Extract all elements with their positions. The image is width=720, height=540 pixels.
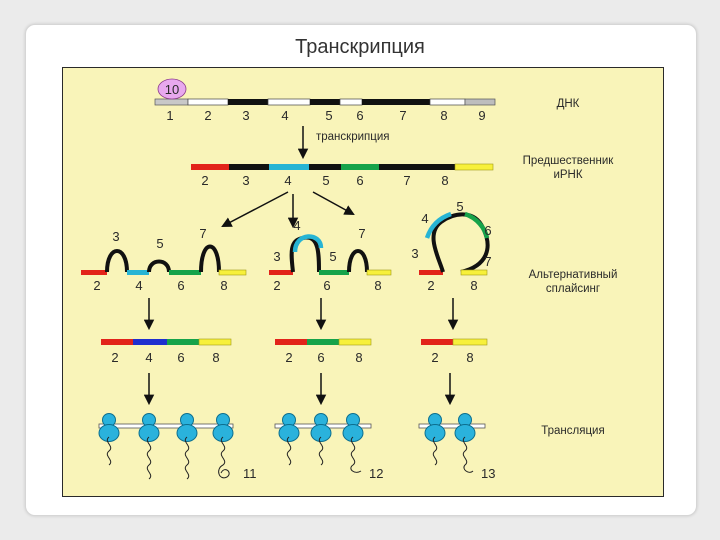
exon-number: 8 [470, 278, 477, 293]
loop-label: 5 [456, 199, 463, 214]
dna-number: 2 [204, 108, 211, 123]
dna-badge-label: 10 [165, 82, 179, 97]
dna-strand: 10 1 2 3 4 5 6 7 8 9 [154, 78, 496, 123]
protein-number: 12 [369, 466, 383, 481]
exon-number: 2 [431, 350, 438, 365]
arrow-down-icon [221, 191, 289, 227]
protein-number: 13 [481, 466, 495, 481]
exon-number: 8 [466, 350, 473, 365]
pre-mrna-number: 6 [356, 173, 363, 188]
splicing-label-line1: Альтернативный [529, 269, 618, 281]
translation-group-1: 11 [98, 413, 257, 481]
splicing-variant-3: 4 5 6 3 7 2 8 [411, 199, 491, 293]
slide-title: Транскрипция [295, 36, 425, 58]
splicing-variant-1: 3 5 7 2 4 6 8 [81, 226, 247, 293]
exon-number: 6 [323, 278, 330, 293]
exon-number: 6 [177, 278, 184, 293]
ribosome-icon [278, 413, 300, 466]
ribosome-icon [454, 413, 476, 473]
loop-label: 4 [421, 211, 428, 226]
exon-number: 6 [317, 350, 324, 365]
dna-number: 7 [399, 108, 406, 123]
ribosome-icon [138, 413, 160, 480]
pre-mrna-number: 4 [284, 173, 291, 188]
exon-number: 4 [145, 350, 152, 365]
pre-mrna-number: 2 [201, 173, 208, 188]
loop-label: 5 [156, 236, 163, 251]
loop-label: 7 [484, 254, 491, 269]
pre-mrna-number: 5 [322, 173, 329, 188]
dna-number: 4 [281, 108, 288, 123]
dna-number: 9 [478, 108, 485, 123]
loop-label: 7 [358, 226, 365, 241]
splicing-label-line2: сплайсинг [546, 283, 600, 295]
pre-mrna-label-line2: иРНК [553, 169, 582, 181]
loop-label: 7 [199, 226, 206, 241]
splicing-diagram: 10 1 2 3 4 5 6 7 8 9 ДНК транскрипция 2 … [81, 78, 618, 481]
pre-mrna-strand: 2 3 4 5 6 7 8 [191, 163, 494, 188]
exon-number: 8 [220, 278, 227, 293]
exon-number: 6 [177, 350, 184, 365]
dna-number: 1 [166, 108, 173, 123]
exon-number: 2 [427, 278, 434, 293]
ribosome-icon [424, 413, 446, 466]
pre-mrna-number: 8 [441, 173, 448, 188]
splicing-diagram-panel: 10 1 2 3 4 5 6 7 8 9 ДНК транскрипция 2 … [62, 67, 664, 497]
ribosome-icon [212, 413, 234, 479]
transcription-label: транскрипция [316, 131, 389, 143]
ribosome-icon [176, 413, 198, 480]
exon-number: 2 [111, 350, 118, 365]
pre-mrna-number: 7 [403, 173, 410, 188]
loop-label: 3 [411, 246, 418, 261]
exon-number: 2 [273, 278, 280, 293]
exon-number: 2 [93, 278, 100, 293]
translation-group-3: 13 [418, 413, 495, 481]
exon-number: 2 [285, 350, 292, 365]
exon-number: 8 [355, 350, 362, 365]
mrna-variant-2: 2 6 8 [275, 338, 372, 365]
mrna-variant-1: 2 4 6 8 [101, 338, 232, 365]
dna-label: ДНК [557, 98, 580, 110]
ribosome-icon [342, 413, 364, 473]
translation-label: Трансляция [541, 425, 604, 437]
ribosome-icon [310, 413, 332, 466]
dna-number: 8 [440, 108, 447, 123]
exon-number: 4 [135, 278, 142, 293]
loop-label: 3 [273, 249, 280, 264]
exon-number: 8 [374, 278, 381, 293]
dna-number: 3 [242, 108, 249, 123]
protein-number: 11 [243, 466, 257, 481]
arrow-down-icon [312, 191, 355, 216]
mrna-variant-3: 2 8 [421, 338, 488, 365]
translation-group-2: 12 [274, 413, 383, 481]
loop-label: 4 [293, 218, 300, 233]
pre-mrna-number: 3 [242, 173, 249, 188]
ribosome-icon [98, 413, 120, 466]
loop-label: 6 [484, 223, 491, 238]
pre-mrna-label-line1: Предшественник [523, 155, 615, 167]
dna-number: 6 [356, 108, 363, 123]
loop-label: 5 [329, 249, 336, 264]
dna-number: 5 [325, 108, 332, 123]
splicing-variant-2: 4 3 5 7 2 6 8 [269, 218, 392, 293]
loop-label: 3 [112, 229, 119, 244]
exon-number: 8 [212, 350, 219, 365]
dna-badge [157, 78, 187, 100]
